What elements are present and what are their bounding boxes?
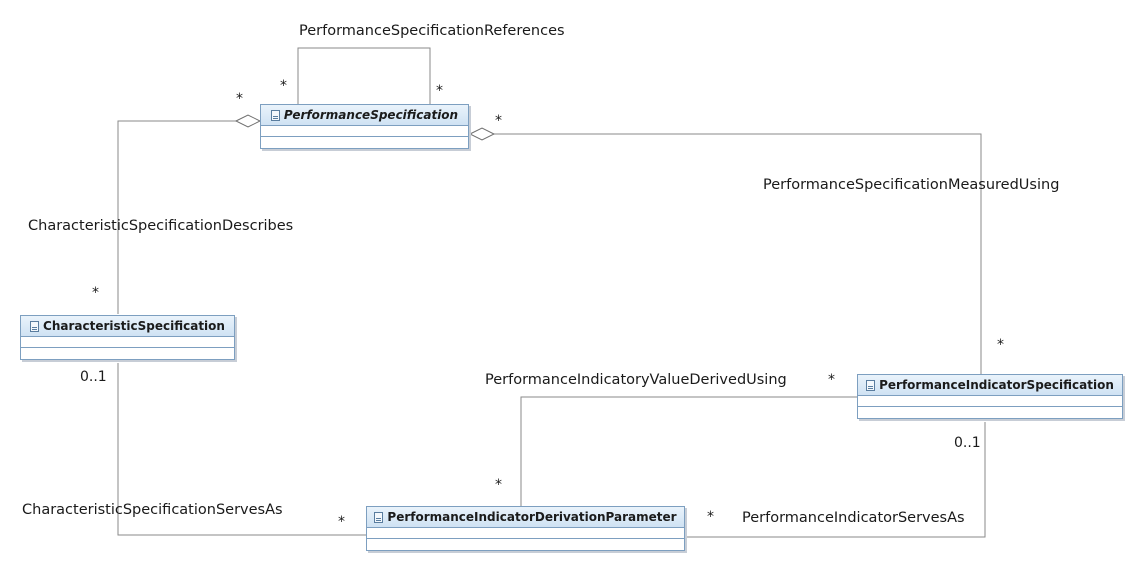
attributes-compartment xyxy=(858,396,1122,407)
operations-compartment xyxy=(21,348,234,359)
attributes-compartment xyxy=(261,126,468,137)
multiplicity-value-derived-target: * xyxy=(495,477,502,493)
aggregation-diamond-left xyxy=(234,114,262,128)
class-performance-indicator-derivation-parameter[interactable]: PerformanceIndicatorDerivationParameter xyxy=(366,506,685,551)
multiplicity-describes-source: * xyxy=(92,285,99,301)
class-icon xyxy=(270,109,280,121)
association-label-characteristic-describes: CharacteristicSpecificationDescribes xyxy=(28,218,294,234)
class-name: CharacteristicSpecification xyxy=(43,319,225,333)
class-name: PerformanceIndicatorDerivationParameter xyxy=(387,510,677,524)
multiplicity-indicator-serves-source: 0..1 xyxy=(954,435,981,451)
operations-compartment xyxy=(858,407,1122,418)
indicator-serves-as-connector[interactable] xyxy=(684,422,986,538)
characteristic-serves-as-connector[interactable] xyxy=(117,363,366,536)
class-performance-specification[interactable]: PerformanceSpecification xyxy=(260,104,469,149)
association-label-characteristic-serves-as: CharacteristicSpecificationServesAs xyxy=(22,502,283,518)
multiplicity-references-source: * xyxy=(280,78,287,94)
multiplicity-characteristic-serves-target: * xyxy=(338,514,345,530)
value-derived-using-connector[interactable] xyxy=(520,396,857,506)
multiplicity-measured-using-target: * xyxy=(997,337,1004,353)
class-icon xyxy=(374,511,384,523)
class-icon xyxy=(30,320,40,332)
class-performance-indicator-specification[interactable]: PerformanceIndicatorSpecification xyxy=(857,374,1123,419)
attributes-compartment xyxy=(21,337,234,348)
class-name: PerformanceIndicatorSpecification xyxy=(879,378,1114,392)
operations-compartment xyxy=(367,539,684,550)
characteristic-describes-connector[interactable] xyxy=(117,120,236,314)
multiplicity-measured-using-source: * xyxy=(495,113,502,129)
multiplicity-characteristic-serves-source: 0..1 xyxy=(80,369,107,385)
multiplicity-describes-target: * xyxy=(236,91,243,107)
association-label-indicator-serves-as: PerformanceIndicatorServesAs xyxy=(742,510,965,526)
measured-using-connector[interactable] xyxy=(494,133,982,374)
class-icon xyxy=(866,379,876,391)
references-connector[interactable] xyxy=(297,47,431,104)
aggregation-diamond-right xyxy=(468,127,496,141)
attributes-compartment xyxy=(367,528,684,539)
class-characteristic-specification[interactable]: CharacteristicSpecification xyxy=(20,315,235,360)
association-label-references: PerformanceSpecificationReferences xyxy=(299,23,565,39)
association-label-measured-using: PerformanceSpecificationMeasuredUsing xyxy=(763,177,1060,193)
multiplicity-value-derived-source: * xyxy=(828,372,835,388)
association-label-value-derived-using: PerformanceIndicatoryValueDerivedUsing xyxy=(485,372,787,388)
multiplicity-indicator-serves-target: * xyxy=(707,509,714,525)
class-name: PerformanceSpecification xyxy=(283,108,459,122)
operations-compartment xyxy=(261,137,468,148)
multiplicity-references-target: * xyxy=(436,83,443,99)
